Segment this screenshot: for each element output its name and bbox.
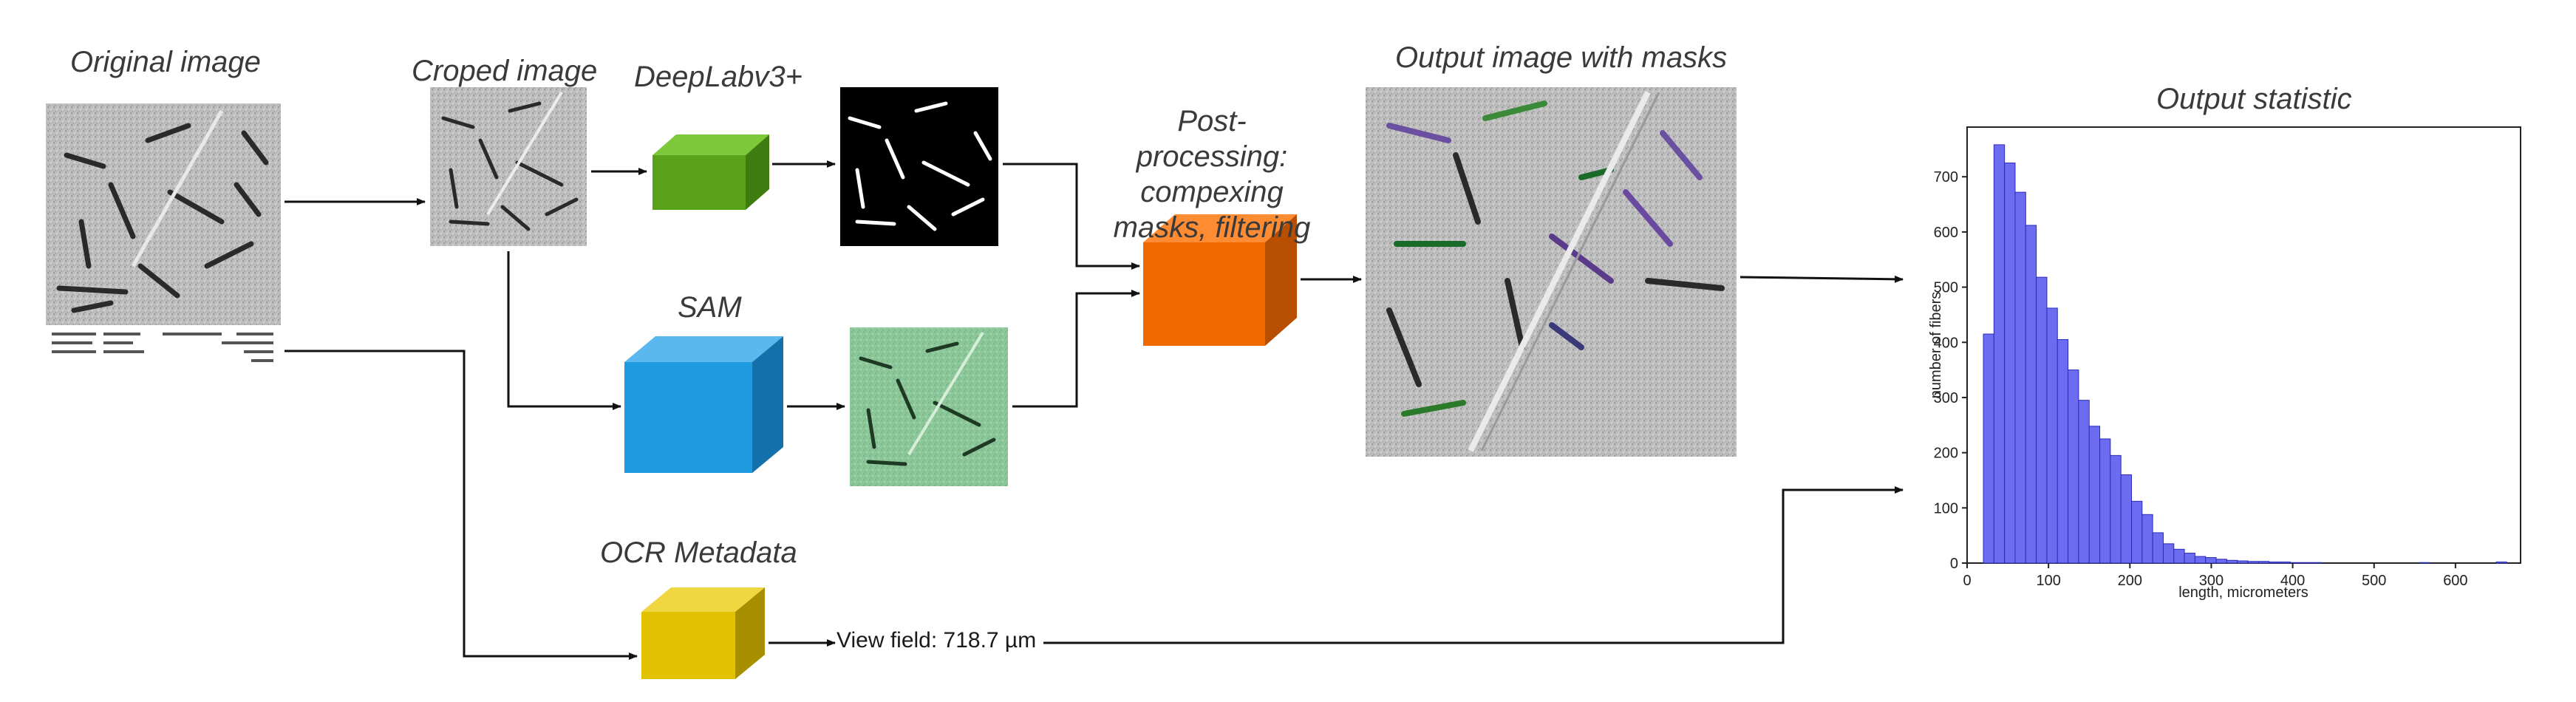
ocr-metadata-label: OCR Metadata	[600, 536, 797, 569]
arrow-deeplab-mask-to-post	[1003, 163, 1140, 270]
x-tick-label: 400	[2280, 573, 2305, 589]
histogram-bar	[2120, 474, 2132, 564]
post-processing-box	[1143, 214, 1297, 346]
histogram-bar	[2068, 369, 2079, 564]
histogram-y-axis-label: number of fibers	[1928, 292, 1944, 399]
histogram-bar	[2226, 559, 2238, 564]
y-tick-label: 100	[1934, 500, 1958, 517]
histogram-bar	[2184, 553, 2195, 564]
x-tick-label: 500	[2362, 573, 2386, 589]
cropped-image-thumbnail	[430, 87, 587, 246]
output-image-label: Output image with masks	[1395, 41, 1728, 74]
sam-label: SAM	[678, 291, 742, 324]
y-tick-label: 300	[1934, 390, 1958, 406]
x-tick-label: 200	[2118, 573, 2142, 589]
croped-image-label: Croped image	[412, 55, 598, 87]
connectors	[284, 160, 1904, 660]
histogram-bar	[2205, 557, 2217, 564]
deeplab-label: DeepLabv3+	[634, 61, 803, 93]
histogram-chart: 0 100 200 300 400 500 600 0 100 200 300 400 500 600 7…	[1928, 126, 2521, 601]
arrow-output-to-statistic	[1740, 275, 1904, 283]
y-tick-label: 600	[1934, 225, 1958, 241]
arrow-sam-mask-to-post	[1012, 290, 1140, 408]
x-tick-label: 0	[1963, 573, 1971, 589]
histogram-bar	[2247, 561, 2259, 564]
histogram-bar	[2004, 163, 2016, 564]
histogram-bar	[2078, 400, 2090, 564]
y-tick-label: 0	[1950, 556, 1958, 572]
histogram-bar	[2237, 560, 2249, 564]
deeplab-mask-thumbnail	[840, 87, 998, 246]
y-tick-label: 200	[1934, 446, 1958, 462]
histogram-bar	[2099, 438, 2111, 564]
histogram-bar	[2215, 559, 2227, 564]
x-tick-label: 100	[2036, 573, 2060, 589]
histogram-bar	[2036, 276, 2048, 564]
x-tick-label: 300	[2199, 573, 2224, 589]
histogram-bar	[2057, 339, 2069, 564]
output-statistic-label: Output statistic	[2156, 83, 2352, 115]
ocr-model-box	[641, 587, 765, 679]
histogram-bar	[2289, 562, 2302, 564]
histogram-bar	[2173, 548, 2185, 564]
histogram-bar	[2311, 562, 2323, 564]
y-tick-label: 700	[1934, 169, 1958, 185]
histogram-bar	[2141, 514, 2153, 564]
histogram-bar	[1993, 144, 2006, 564]
view-field-value: View field: 718.7 µm	[836, 628, 1037, 652]
arrow-crop-to-sam	[507, 251, 621, 410]
histogram-bar	[2418, 562, 2430, 564]
histogram-bar	[2152, 532, 2164, 564]
y-tick-label: 500	[1934, 280, 1958, 296]
histogram-bar	[2130, 500, 2143, 564]
arrow-original-to-ocr	[284, 350, 638, 660]
histogram-bar	[2194, 556, 2207, 564]
output-masked-image	[1366, 87, 1737, 457]
histogram-bar	[2014, 191, 2026, 564]
histogram-bar	[2495, 562, 2507, 564]
sam-mask-thumbnail	[850, 327, 1008, 486]
histogram-bar	[2269, 562, 2280, 564]
histogram-bar	[2300, 562, 2312, 564]
sam-model-box	[624, 336, 783, 473]
deeplab-model-box	[652, 134, 769, 210]
y-tick-label: 400	[1934, 335, 1958, 351]
x-tick-label: 600	[2443, 573, 2467, 589]
post-processing-label: Post-processing: compexing masks, filter…	[1113, 105, 1311, 244]
histogram-bar	[2162, 543, 2175, 564]
histogram-bar	[2025, 225, 2037, 564]
arrow-viewfield-to-statistic	[1043, 486, 1904, 644]
histogram-x-axis-label: length, micrometers	[2178, 585, 2308, 601]
histogram-bar	[2258, 561, 2270, 564]
histogram-bar	[1983, 333, 1994, 564]
original-image-label: Original image	[70, 46, 261, 78]
histogram-bar	[2279, 562, 2291, 564]
original-image-thumbnail	[46, 103, 281, 369]
histogram-bar	[2088, 426, 2101, 564]
histogram-bar	[2110, 454, 2122, 564]
histogram-bar	[2046, 307, 2058, 564]
